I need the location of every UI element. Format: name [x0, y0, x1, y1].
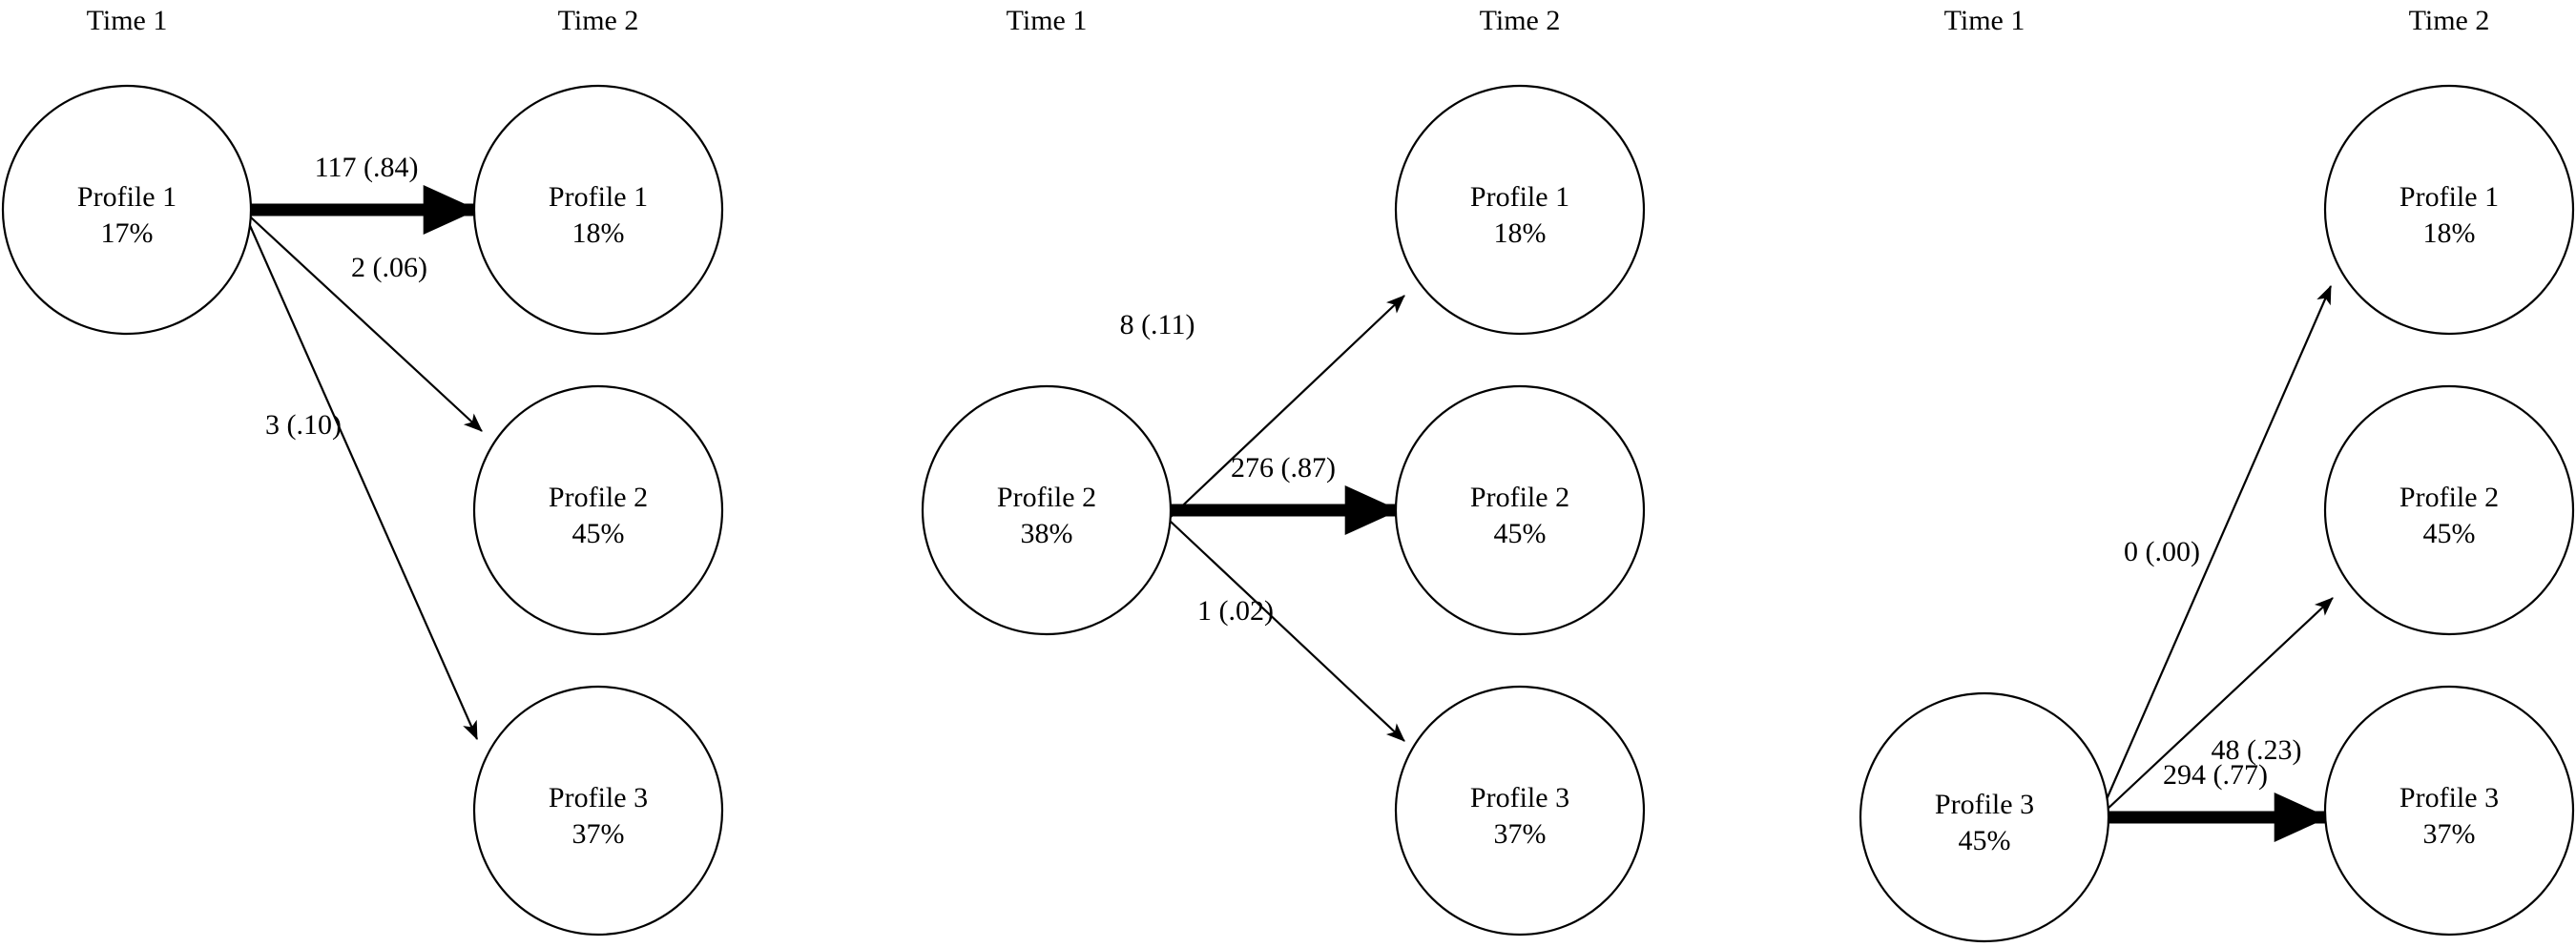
node-profile-2-time-2[interactable]: Profile 2 45% — [2323, 384, 2575, 636]
edge-label: 3 (.10) — [265, 409, 342, 441]
node-label-share: 37% — [2423, 818, 2476, 850]
edge-arrow — [1169, 295, 1405, 519]
node-label-share: 45% — [1959, 825, 2011, 856]
column-header-time-2: Time 2 — [558, 5, 639, 36]
node-label-profile: Profile 3 — [1470, 782, 1569, 813]
node-label-profile: Profile 3 — [549, 782, 648, 813]
edge-arrow — [250, 216, 483, 432]
node-label-share: 18% — [2423, 217, 2476, 249]
edge-p3-to-p1[interactable]: 0 (.00) — [2102, 284, 2333, 807]
edge-arrow — [246, 220, 479, 741]
node-label-profile: Profile 2 — [549, 482, 648, 513]
panel-profile-1: Time 1 Time 2 117 (.84) 2 (.06) 3 (.10) Profi… — [1, 5, 724, 937]
column-header-time-2: Time 2 — [1480, 5, 1561, 36]
node-profile-3-time-2[interactable]: Profile 3 37% — [472, 685, 724, 937]
node-profile-1-time-2[interactable]: Profile 1 18% — [1394, 84, 1646, 336]
edge-arrow — [1169, 520, 1405, 742]
edge-p1-to-p3[interactable]: 3 (.10) — [246, 220, 479, 741]
edge-p1-to-p1[interactable]: 117 (.84) — [251, 152, 478, 235]
node-label-profile: Profile 1 — [77, 181, 177, 213]
edge-label: 8 (.11) — [1120, 309, 1195, 340]
node-label-profile: Profile 3 — [1935, 789, 2034, 820]
column-header-time-1: Time 1 — [1944, 5, 2025, 36]
node-label-profile: Profile 2 — [2399, 482, 2499, 513]
node-label-share: 18% — [572, 217, 625, 249]
edge-p1-to-p2[interactable]: 2 (.06) — [250, 216, 483, 432]
node-label-share: 45% — [1494, 518, 1547, 549]
node-profile-2-time-1[interactable]: Profile 2 38% — [921, 384, 1173, 636]
panel-profile-3: Time 1 Time 2 0 (.00) 48 (.23)294 (.77) Prof… — [1859, 5, 2575, 943]
edge-p2-to-p2[interactable]: 276 (.87) — [1171, 452, 1400, 535]
edge-arrow — [2102, 284, 2333, 807]
column-header-time-1: Time 1 — [87, 5, 168, 36]
node-profile-3-time-1[interactable]: Profile 3 45% — [1859, 691, 2110, 943]
edge-label: 2 (.06) — [351, 252, 427, 283]
node-label-profile: Profile 1 — [1470, 181, 1569, 213]
node-profile-1-time-1[interactable]: Profile 1 17% — [1, 84, 253, 336]
node-circle — [2323, 84, 2575, 336]
node-label-profile: Profile 2 — [997, 482, 1096, 513]
column-header-time-2: Time 2 — [2409, 5, 2490, 36]
node-label-share: 17% — [101, 217, 154, 249]
node-label-profile: Profile 3 — [2399, 782, 2499, 813]
node-label-profile: Profile 1 — [549, 181, 648, 213]
edge-label: 1 (.02) — [1197, 595, 1274, 627]
node-circle — [472, 685, 724, 937]
node-profile-2-time-2[interactable]: Profile 2 45% — [1394, 384, 1646, 636]
node-circle — [2323, 685, 2575, 937]
edge-p3-to-p2[interactable]: 48 (.23) — [2105, 597, 2334, 812]
edge-label: 117 (.84) — [315, 152, 419, 183]
node-label-share: 38% — [1021, 518, 1073, 549]
edge-p2-to-p3[interactable]: 1 (.02) — [1169, 520, 1405, 742]
node-circle — [1, 84, 253, 336]
node-circle — [2323, 384, 2575, 636]
node-label-share: 37% — [1494, 818, 1547, 850]
edge-label: 0 (.00) — [2124, 536, 2200, 567]
node-profile-3-time-2[interactable]: Profile 3 37% — [1394, 685, 1646, 937]
panel-profile-2: Time 1 Time 2 8 (.11) 276 (.87) 1 (.02) Profi… — [921, 5, 1646, 937]
node-circle — [1394, 685, 1646, 937]
node-circle — [472, 384, 724, 636]
node-circle — [1394, 384, 1646, 636]
node-label-share: 45% — [2423, 518, 2476, 549]
edge-label: 294 (.77) — [2163, 759, 2268, 791]
node-label-profile: Profile 2 — [1470, 482, 1569, 513]
edge-label: 276 (.87) — [1231, 452, 1336, 484]
edge-arrow — [2105, 597, 2334, 812]
node-label-profile: Profile 1 — [2399, 181, 2499, 213]
node-label-share: 18% — [1494, 217, 1547, 249]
node-circle — [1394, 84, 1646, 336]
node-circle — [472, 84, 724, 336]
node-profile-3-time-2[interactable]: Profile 3 37% — [2323, 685, 2575, 937]
node-profile-1-time-2[interactable]: Profile 1 18% — [2323, 84, 2575, 336]
edge-label: 48 (.23) — [2212, 734, 2302, 766]
column-header-time-1: Time 1 — [1007, 5, 1088, 36]
edge-p3-to-p3[interactable]: 294 (.77) — [2107, 759, 2329, 842]
node-circle — [1859, 691, 2110, 943]
node-profile-2-time-2[interactable]: Profile 2 45% — [472, 384, 724, 636]
edge-p2-to-p1[interactable]: 8 (.11) — [1120, 295, 1405, 519]
node-label-share: 37% — [572, 818, 625, 850]
node-label-share: 45% — [572, 518, 625, 549]
node-profile-1-time-2[interactable]: Profile 1 18% — [472, 84, 724, 336]
node-circle — [921, 384, 1173, 636]
